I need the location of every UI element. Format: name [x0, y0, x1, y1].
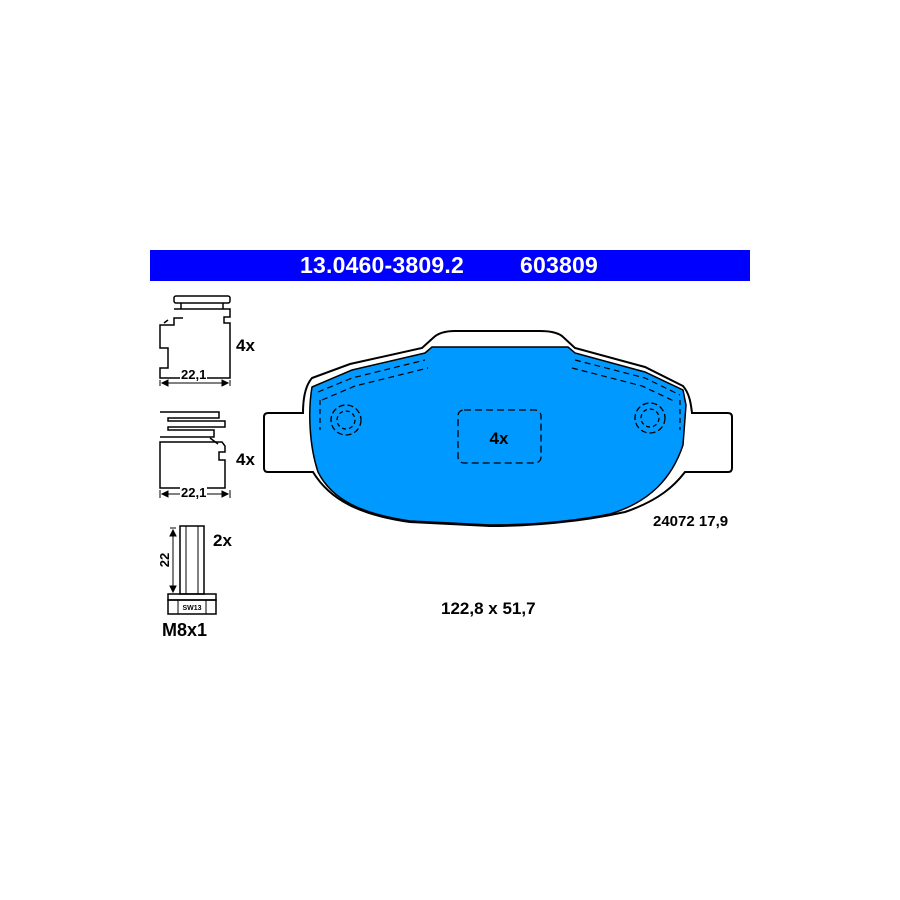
right-pin-hole [634, 402, 666, 434]
bolt [167, 525, 217, 615]
edge-dashed-left-2 [321, 367, 429, 401]
bolt-thread-label: M8x1 [162, 620, 208, 640]
part-number: 13.0460-3809.2 [300, 252, 464, 278]
pad-reference: 24072 17,9 [653, 513, 729, 530]
bolt-quantity: 2x [213, 531, 232, 550]
clip-1-quantity: 4x [236, 336, 255, 355]
left-pin-hole [330, 404, 362, 436]
clip-1-width: 22,1 [180, 367, 208, 382]
pad-center-label: 4x [490, 429, 509, 448]
clip-1 [159, 295, 231, 387]
edge-dashed-right-2 [571, 367, 677, 403]
pad-dimensions: 122,8 x 51,7 [441, 599, 536, 618]
bolt-length-label: 22 [157, 553, 172, 567]
backing-plate-outline [263, 330, 733, 528]
clip-2-quantity: 4x [236, 450, 255, 469]
edge-dashed-left [317, 359, 426, 393]
product-code: 603809 [520, 252, 598, 278]
clip-2-width: 22,1 [180, 485, 208, 500]
bolt-wrench-label: SW13 [182, 605, 201, 612]
header-bar: 13.0460-3809.2 603809 [150, 250, 750, 281]
center-dashed-box [457, 409, 542, 464]
friction-material [309, 346, 687, 526]
brake-pad [263, 330, 733, 528]
edge-dashed-right [574, 359, 681, 396]
